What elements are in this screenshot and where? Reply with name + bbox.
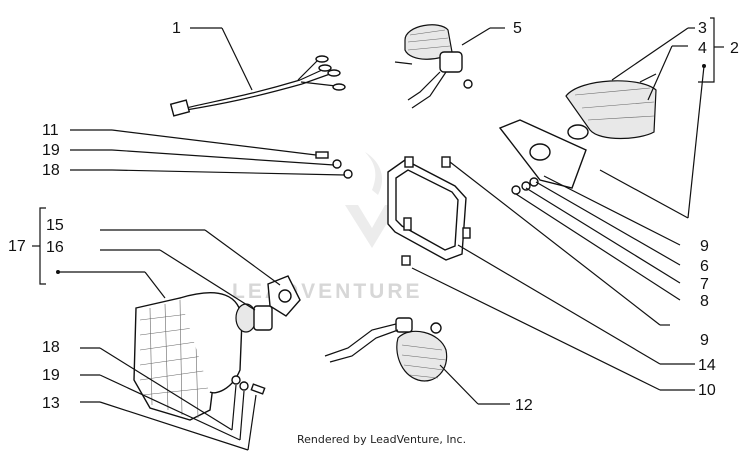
callout-1: 1 [172, 20, 181, 37]
wiring-harness-part [169, 55, 346, 117]
callout-19-bottom: 19 [42, 367, 60, 384]
callout-2: 2 [730, 40, 739, 57]
callout-14: 14 [698, 357, 716, 374]
callout-8: 8 [700, 293, 709, 310]
callout-16: 16 [46, 239, 64, 256]
callout-10: 10 [698, 382, 716, 399]
callout-17: 17 [8, 238, 26, 255]
callout-18-bottom: 18 [42, 339, 60, 356]
callout-15: 15 [46, 217, 64, 234]
callout-6: 6 [700, 258, 709, 275]
callout-19-top: 19 [42, 142, 60, 159]
callout-9-right: 9 [700, 238, 709, 255]
watermark-text: LEADVENTURE [232, 280, 423, 303]
callout-3: 3 [698, 20, 707, 37]
headlight-bracket-part [387, 156, 471, 266]
indicator-top-part [394, 24, 473, 109]
tail-light-part [498, 73, 657, 189]
headlight-hardware-set [231, 375, 266, 395]
tail-hardware-set [511, 177, 539, 195]
callout-9-mid: 9 [700, 332, 709, 349]
callout-13: 13 [42, 395, 60, 412]
headlight-assembly-part [133, 275, 301, 421]
callout-11: 11 [42, 122, 59, 139]
callout-5: 5 [513, 20, 522, 37]
callout-18-top: 18 [42, 162, 60, 179]
callout-4: 4 [698, 40, 707, 57]
footer-credit: Rendered by LeadVenture, Inc. [297, 433, 466, 446]
screw-washer-nut-set [315, 151, 353, 179]
indicator-bottom-part [324, 317, 448, 382]
callout-7: 7 [700, 276, 709, 293]
callout-12: 12 [515, 397, 533, 414]
